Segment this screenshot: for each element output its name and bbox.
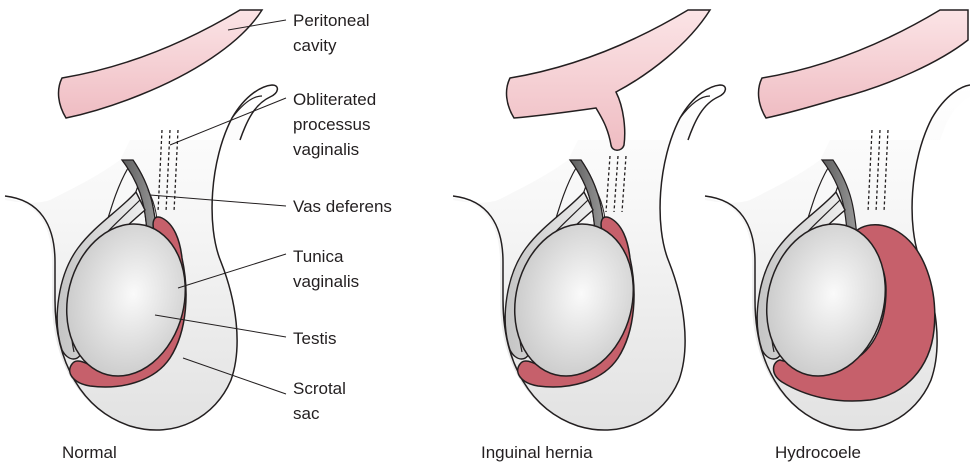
labels: Peritoneal cavity Obliterated processus … [293, 11, 392, 423]
label-obliterated-line2: processus [293, 115, 370, 134]
captions: Normal Inguinal hernia Hydrocoele [62, 443, 861, 462]
hydrocoele-panel [705, 10, 970, 430]
peritoneal-cavity-normal [59, 10, 262, 118]
label-scrotal-line1: Scrotal [293, 379, 346, 398]
label-tunica-line2: vaginalis [293, 272, 359, 291]
label-testis: Testis [293, 329, 336, 348]
caption-inguinal-hernia: Inguinal hernia [481, 443, 593, 462]
caption-hydrocoele: Hydrocoele [775, 443, 861, 462]
label-obliterated-line1: Obliterated [293, 90, 376, 109]
label-vas-deferens: Vas deferens [293, 197, 392, 216]
label-tunica-line1: Tunica [293, 247, 344, 266]
hernia-panel [453, 10, 725, 430]
label-peritoneal-line2: cavity [293, 36, 337, 55]
label-peritoneal-line1: Peritoneal [293, 11, 370, 30]
label-scrotal-line2: sac [293, 404, 320, 423]
normal-panel [5, 10, 277, 430]
peritoneal-cavity-hydrocoele [759, 10, 968, 118]
label-obliterated-line3: vaginalis [293, 140, 359, 159]
caption-normal: Normal [62, 443, 117, 462]
